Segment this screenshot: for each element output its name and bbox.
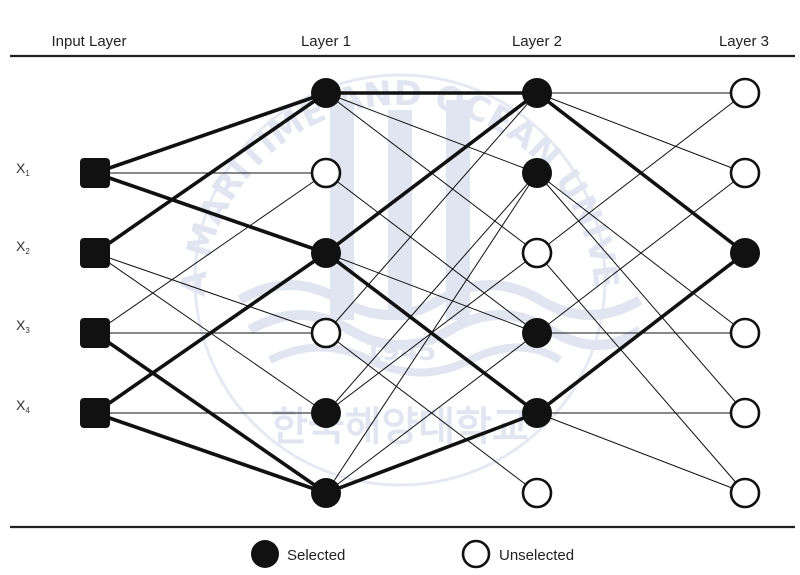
legend-unselected-label: Unselected — [499, 547, 574, 564]
header-layer-2: Layer 2 — [512, 33, 562, 50]
layer3-node-5-unselected — [729, 397, 761, 429]
edge-thick-in3-l1n6 — [93, 331, 328, 495]
layer3-node-2-unselected — [729, 157, 761, 189]
input-label-x3: X3 — [16, 317, 30, 335]
input-label-x2-sub: 2 — [25, 247, 30, 256]
layer1-node-3-selected — [311, 238, 341, 268]
legend: Selected Unselected — [10, 525, 795, 569]
input-node-x1 — [80, 158, 110, 188]
layer2-node-6-unselected — [521, 477, 553, 509]
input-node-x2 — [80, 238, 110, 268]
header: Input Layer Layer 1 Layer 2 Layer 3 — [10, 33, 795, 58]
layer2-node-4-selected — [522, 318, 552, 348]
seal-wave-2 — [247, 310, 643, 350]
input-label-x1-sub: 1 — [25, 169, 30, 178]
edge-thin-in3-l1n2 — [94, 172, 327, 334]
header-layer-1: Layer 1 — [301, 33, 351, 50]
layer1-node-2-unselected — [310, 157, 342, 189]
edge-thin-l1n6-l2n4 — [325, 332, 538, 494]
layer2-node-2-selected — [522, 158, 552, 188]
legend-selected-label: Selected — [287, 547, 345, 564]
layer2-node-1-selected — [522, 78, 552, 108]
layer3-node-6-unselected — [729, 477, 761, 509]
layer2-node-3-unselected — [521, 237, 553, 269]
edge-thin-l1n4-l2n1 — [325, 92, 538, 334]
edge-thin-l2n1-l3n2 — [536, 92, 746, 174]
edge-thick-l2n5-l3n3 — [535, 251, 747, 415]
layer3-node-1-unselected — [729, 77, 761, 109]
seal-korean-name: 한국해양대학교 — [271, 404, 529, 450]
input-label-x4: X4 — [16, 397, 30, 415]
connections — [93, 91, 747, 495]
seal-wave-3 — [268, 343, 563, 377]
input-label-x3-sub: 3 — [25, 326, 30, 335]
edge-thick-l1n3-l2n5 — [324, 251, 539, 415]
input-label-x1-main: X — [16, 160, 26, 176]
seal-year: 1945 — [364, 337, 436, 367]
layer3-node-4-unselected — [729, 317, 761, 349]
input-node-x4 — [80, 398, 110, 428]
layer1-node-4-unselected — [310, 317, 342, 349]
edge-thick-in1-l1n1 — [94, 91, 327, 175]
input-node-x3 — [80, 318, 110, 348]
edge-thick-in1-l1n3 — [94, 171, 327, 255]
layer2-node-5-selected — [522, 398, 552, 428]
seal-pillar-middle — [388, 110, 412, 320]
edge-thick-in4-l1n3 — [93, 251, 328, 415]
edge-thin-l1n5-l2n2 — [325, 172, 538, 414]
input-label-x2: X2 — [16, 238, 30, 256]
header-layer-3: Layer 3 — [719, 33, 769, 50]
edge-thick-in2-l1n1 — [93, 91, 328, 255]
seal-pillar-left — [330, 100, 354, 320]
layer1-node-1-selected — [311, 78, 341, 108]
input-labels: X1 X2 X3 X4 — [16, 160, 30, 415]
legend-selected-icon — [251, 540, 279, 568]
edge-thick-l1n3-l2n1 — [324, 91, 539, 255]
legend-unselected-icon — [461, 539, 491, 569]
layer1-node-5-selected — [311, 398, 341, 428]
input-label-x1: X1 — [16, 160, 30, 178]
edge-thick-l2n1-l3n3 — [535, 91, 747, 255]
edge-thick-l1n6-l2n5 — [325, 411, 538, 495]
edge-thin-l2n3-l3n6 — [536, 252, 746, 494]
edge-thin-in2-l1n4 — [94, 252, 327, 334]
input-label-x3-main: X — [16, 317, 26, 333]
input-label-x2-main: X — [16, 238, 26, 254]
input-label-x4-main: X — [16, 397, 26, 413]
edge-thin-l2n2-l3n5 — [536, 172, 746, 414]
header-input-layer: Input Layer — [51, 33, 126, 50]
seal-outer-ring — [193, 73, 607, 487]
edge-thin-l1n1-l2n2 — [325, 92, 538, 174]
edge-thick-in4-l1n6 — [94, 411, 327, 495]
edge-thin-l2n5-l3n6 — [536, 412, 746, 494]
edge-thin-l1n2-l2n4 — [325, 172, 538, 334]
nodes — [80, 77, 761, 509]
seal-wave-1 — [237, 280, 643, 320]
layer1-node-6-selected — [311, 478, 341, 508]
layer3-node-3-selected — [730, 238, 760, 268]
input-label-x4-sub: 4 — [25, 406, 30, 415]
edge-thin-l2n4-l3n2 — [536, 172, 746, 334]
